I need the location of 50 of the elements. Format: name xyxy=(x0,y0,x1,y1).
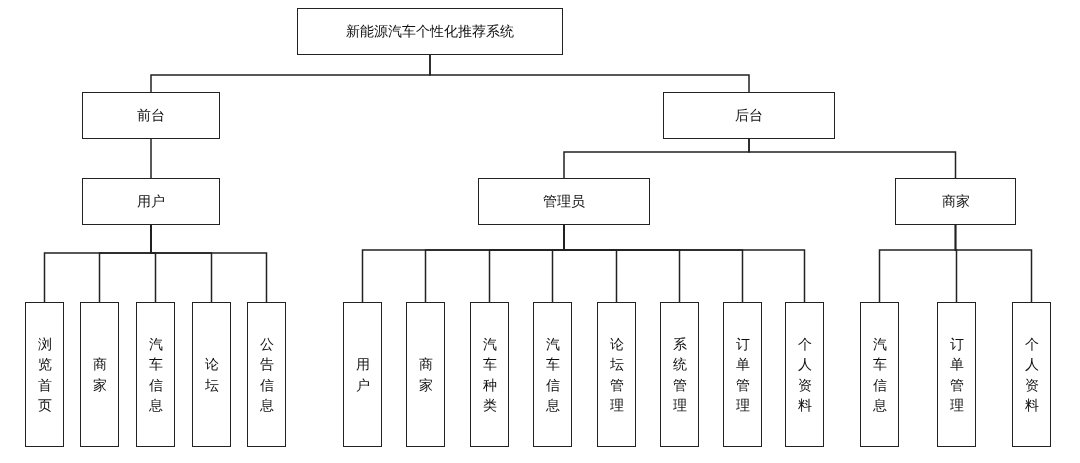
node-label: 前台 xyxy=(137,106,165,125)
module-box xyxy=(1012,302,1051,447)
node-label: 用户 xyxy=(355,355,370,395)
node-label: 商家 xyxy=(92,355,107,395)
module-box xyxy=(406,302,445,447)
node-label: 后台 xyxy=(735,106,763,125)
connector-line xyxy=(150,224,268,303)
module-box xyxy=(247,302,286,447)
system-box xyxy=(895,178,1016,225)
module-box xyxy=(723,302,762,447)
node-label: 汽车信息 xyxy=(545,334,560,415)
system-box xyxy=(82,178,220,225)
system-box xyxy=(82,92,220,139)
module-box xyxy=(937,302,976,447)
module-box xyxy=(470,302,509,447)
node-label: 浏览首页 xyxy=(37,334,52,415)
node-label: 公告信息 xyxy=(259,334,274,415)
connector-line xyxy=(150,138,152,179)
node-label: 新能源汽车个性化推荐系统 xyxy=(346,22,514,41)
node-label: 汽车种类 xyxy=(482,334,497,415)
node-label: 管理员 xyxy=(543,192,585,211)
node-label: 论坛 xyxy=(204,355,219,395)
node-label: 用户 xyxy=(137,192,165,211)
node-label: 论坛管理 xyxy=(609,334,624,415)
node-label: 商家 xyxy=(418,355,433,395)
node-label: 汽车信息 xyxy=(148,334,163,415)
system-box xyxy=(478,178,650,225)
module-box xyxy=(80,302,119,447)
module-box xyxy=(343,302,382,447)
module-box xyxy=(192,302,231,447)
module-box xyxy=(860,302,899,447)
node-label: 系统管理 xyxy=(672,334,687,415)
node-label: 订单管理 xyxy=(949,334,964,415)
node-label: 订单管理 xyxy=(735,334,750,415)
connector-line xyxy=(563,224,806,303)
module-box xyxy=(25,302,64,447)
module-box xyxy=(136,302,175,447)
system-box xyxy=(663,92,835,139)
system-box xyxy=(297,8,563,55)
node-label: 汽车信息 xyxy=(872,334,887,415)
module-box xyxy=(785,302,824,447)
node-label: 商家 xyxy=(941,192,970,211)
node-label: 个人资料 xyxy=(797,334,812,415)
connector-line xyxy=(954,224,1033,303)
connector-line xyxy=(429,54,750,93)
module-box xyxy=(597,302,636,447)
node-label: 个人资料 xyxy=(1024,334,1039,415)
module-box xyxy=(533,302,572,447)
module-box xyxy=(660,302,699,447)
connector-line xyxy=(748,138,957,179)
